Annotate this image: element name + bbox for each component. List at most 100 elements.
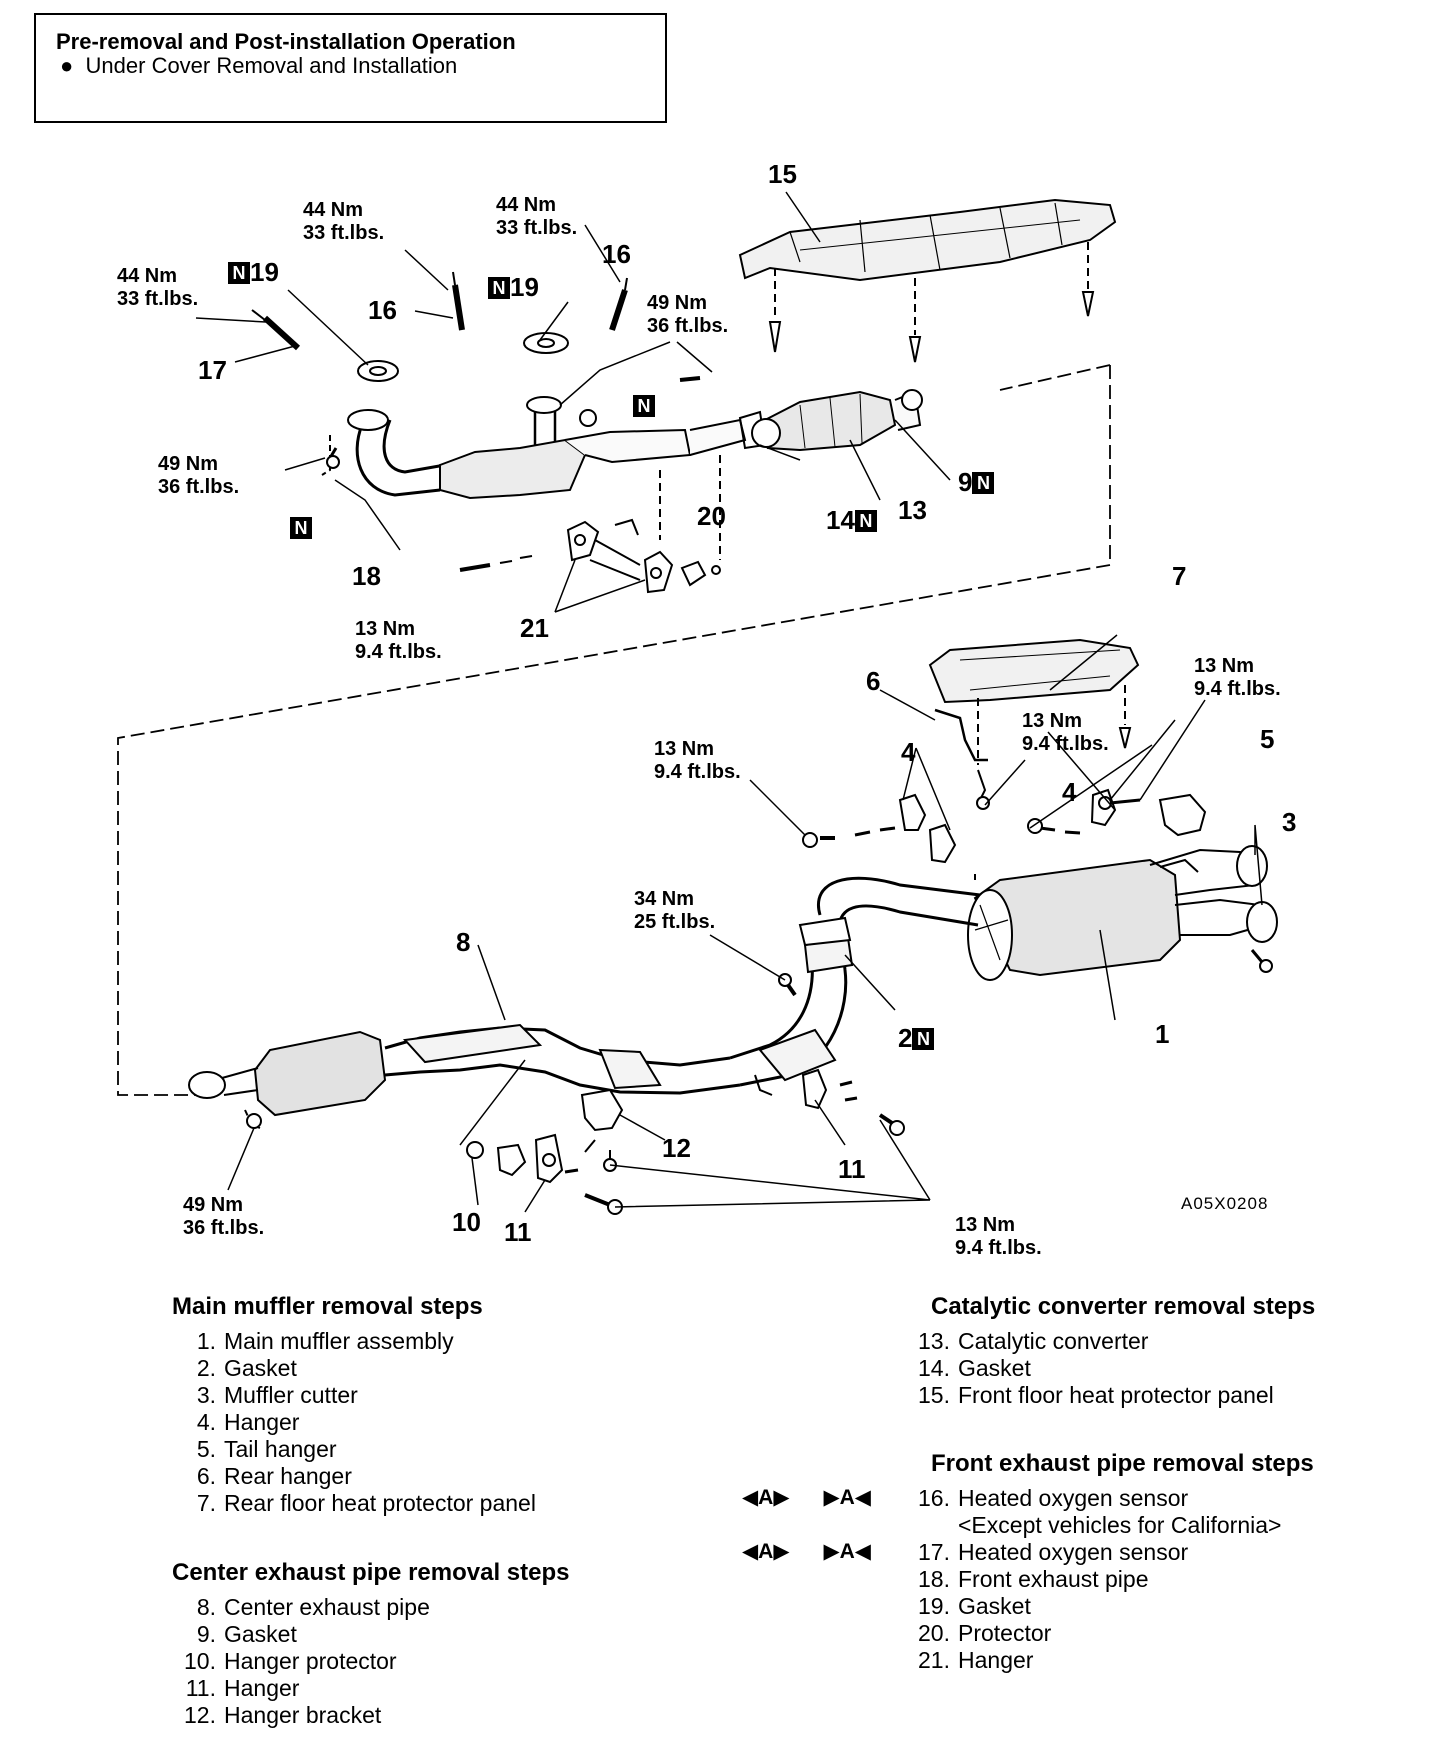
step-text: Gasket (958, 1593, 1031, 1619)
callout-21: 21 (520, 613, 549, 643)
callout-20: 20 (697, 501, 726, 531)
step-number: 16. (918, 1485, 950, 1511)
callout-11b: 11 (838, 1154, 866, 1184)
step-number: 7. (196, 1490, 216, 1516)
callout-5: 5 (1260, 724, 1275, 754)
main-muffler-steps: Main muffler removal steps 1. Main muffle… (172, 1292, 536, 1517)
step-number: 1. (196, 1328, 216, 1354)
step-text: Front exhaust pipe (958, 1566, 1149, 1592)
new-part-icon: N (488, 277, 510, 299)
step-text: Gasket (224, 1355, 297, 1381)
step-number: 13. (918, 1328, 950, 1354)
pre-removal-title: Pre-removal and Post-installation Operat… (56, 29, 516, 54)
step-item: 13. Catalytic converter (906, 1328, 1315, 1355)
step-item: 2.Gasket (172, 1355, 536, 1382)
rear-floor-heat-protector-panel-7 (928, 638, 1140, 765)
callout-17: 17 (198, 355, 227, 385)
step-number: 4. (196, 1409, 216, 1435)
step-item: 11. Hanger (172, 1675, 569, 1702)
step-text: Protector (958, 1620, 1052, 1646)
service-symbols-16: ◀A▶ ▶A◀ (742, 1485, 905, 1510)
hanger-11a (534, 1133, 623, 1215)
new-part-icon: N (912, 1028, 935, 1050)
step-text: Gasket (224, 1621, 297, 1647)
step-item: 14.Gasket (906, 1355, 1315, 1382)
step-item: 7. Rear floor heat protector panel (172, 1490, 536, 1517)
figure-code: A05X0208 (1181, 1194, 1269, 1213)
new-part-icon: N (854, 510, 877, 532)
step-item: 8.Center exhaust pipe (172, 1594, 569, 1621)
tail-hanger-5 (1098, 793, 1207, 837)
front-exhaust-pipe-18 (321, 396, 767, 500)
callout-11a: 11 (504, 1217, 532, 1247)
catalytic-converter-13 (751, 389, 923, 452)
callout-16a: 16 (368, 295, 397, 325)
hanger-bracket-12 (580, 1088, 624, 1172)
step-item: 20.Protector (906, 1620, 1314, 1647)
front-floor-heat-protector-panel-15 (738, 198, 1117, 363)
callout-4b: 4 (1062, 777, 1077, 807)
step-text: Hanger (958, 1647, 1034, 1673)
callout-18: 18 (352, 561, 381, 591)
oxygen-sensor-17 (251, 309, 301, 351)
step-text: Rear hanger (224, 1463, 352, 1489)
step-number: 10. (184, 1648, 216, 1674)
callout-13: 13 (898, 495, 927, 525)
callout-7: 7 (1172, 561, 1187, 591)
hanger-11b (801, 1068, 905, 1136)
install-symbol-icon: ▶A◀ (823, 1486, 871, 1509)
center-pipe-steps-title: Center exhaust pipe removal steps (172, 1559, 570, 1586)
new-part-icon: N (972, 472, 995, 494)
step-text: Catalytic converter (958, 1328, 1149, 1354)
main-muffler-steps-title: Main muffler removal steps (172, 1293, 483, 1320)
step-text: Muffler cutter (224, 1382, 358, 1408)
removal-symbol-icon: ◀A▶ (742, 1540, 790, 1563)
step-text: Main muffler assembly (224, 1328, 454, 1354)
callout-6: 6 (866, 666, 881, 696)
main-muffler-assembly-1 (967, 845, 1278, 981)
step-item: 16.Heated oxygen sensor (906, 1485, 1314, 1512)
new-part-badge-left: N (290, 517, 312, 541)
step-item: 15.Front floor heat protector panel (906, 1382, 1315, 1409)
step-text: Rear floor heat protector panel (224, 1490, 536, 1516)
step-text: Hanger (224, 1675, 300, 1701)
step-item: 9.Gasket (172, 1621, 569, 1648)
step-text: Gasket (958, 1355, 1031, 1381)
step-number: 11. (185, 1675, 216, 1701)
step-item: 17.Heated oxygen sensor (906, 1539, 1314, 1566)
step-item: 5.Tail hanger (172, 1436, 536, 1463)
step-number: 6. (196, 1463, 216, 1489)
protector-20 (680, 560, 721, 587)
catalytic-converter-steps-title: Catalytic converter removal steps (931, 1293, 1316, 1320)
front-pipe-steps-title: Front exhaust pipe removal steps (931, 1450, 1314, 1477)
step-item: 1. Main muffler assembly (172, 1328, 536, 1355)
removal-symbol-icon: ◀A▶ (742, 1486, 790, 1509)
step-text: Hanger protector (224, 1648, 397, 1674)
callout-1: 1 (1155, 1019, 1170, 1049)
center-pipe-steps: Center exhaust pipe removal steps 8.Cent… (172, 1558, 569, 1729)
assembly-boundary-line (117, 365, 1111, 1096)
step-number: 19. (918, 1593, 950, 1619)
step-number: 8. (196, 1594, 216, 1620)
hanger-protector-10 (466, 1141, 527, 1177)
step-number (906, 1512, 958, 1539)
oxygen-sensor-16a (452, 271, 465, 331)
center-exhaust-pipe-8 (188, 916, 854, 1129)
callout-12: 12 (662, 1133, 691, 1163)
oxygen-sensor-16b (609, 277, 628, 331)
step-item: 6. Rear hanger (172, 1463, 536, 1490)
callout-15: 15 (768, 159, 797, 189)
step-number: 5. (196, 1436, 216, 1462)
step-text: <Except vehicles for California> (958, 1512, 1282, 1538)
